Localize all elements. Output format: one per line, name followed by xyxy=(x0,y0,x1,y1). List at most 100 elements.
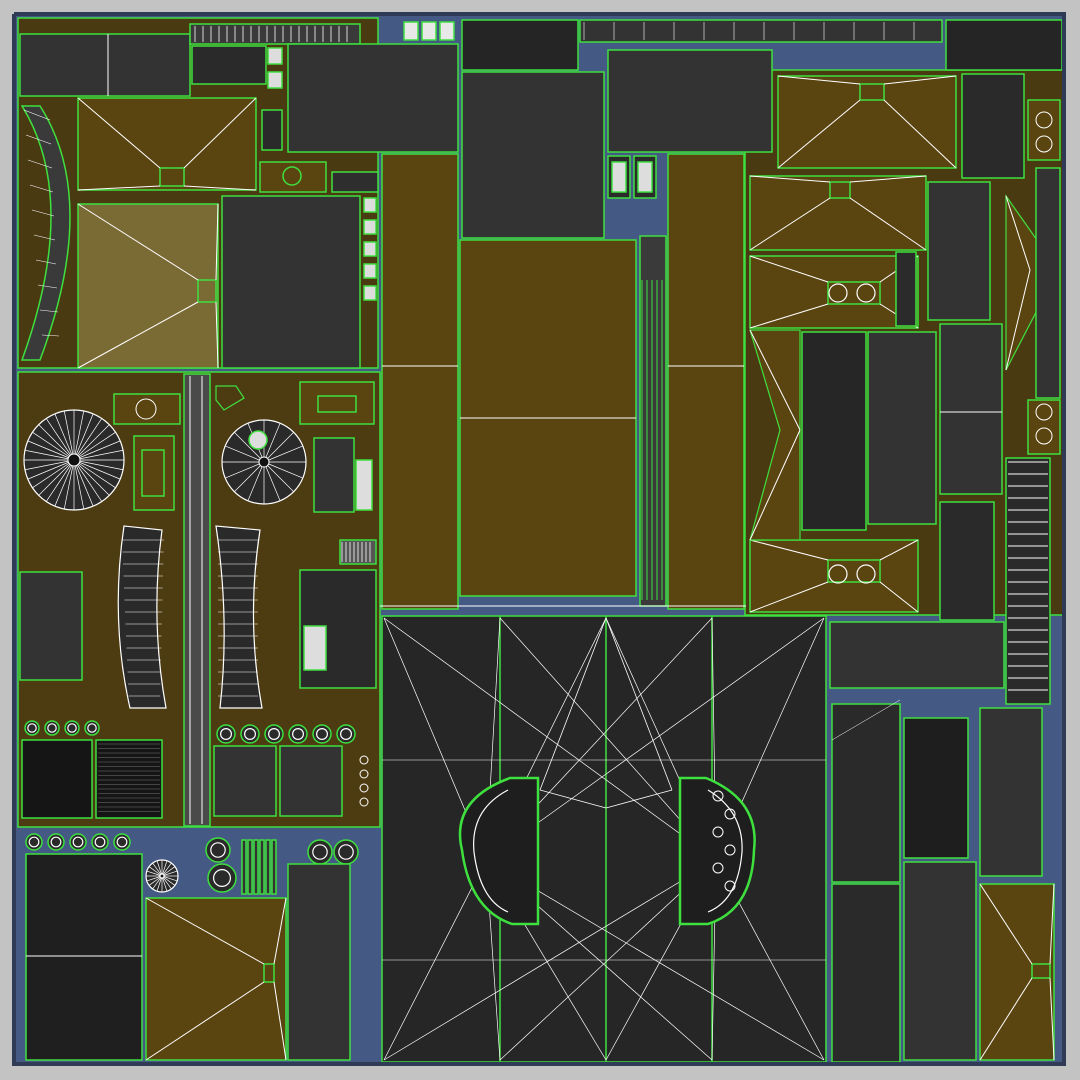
wire-edge xyxy=(749,255,829,283)
round-vent-icon xyxy=(288,724,308,744)
latch-piece xyxy=(611,161,627,193)
fan-spoke xyxy=(73,459,94,507)
latch-piece xyxy=(439,21,455,41)
wire-edge xyxy=(749,175,831,183)
wire-edge xyxy=(485,617,825,861)
round-vent-icon xyxy=(724,880,736,892)
wire-edge xyxy=(883,75,957,85)
round-vent-icon xyxy=(724,808,736,820)
latch-piece xyxy=(421,21,437,41)
roof-ridge xyxy=(859,83,885,101)
fan-spoke xyxy=(263,432,294,463)
round-vent-icon xyxy=(336,724,356,744)
round-vent-icon xyxy=(712,790,724,802)
trim-strip xyxy=(247,839,253,895)
round-vent-icon xyxy=(24,720,40,736)
fan-spoke xyxy=(73,410,85,461)
latch-piece xyxy=(303,625,327,671)
strip-wire xyxy=(23,109,51,121)
round-vent-icon xyxy=(135,398,157,420)
wire-edge xyxy=(777,99,861,169)
wire-edge xyxy=(215,203,219,281)
panel-center-right xyxy=(607,49,773,153)
wire-edge xyxy=(879,539,919,561)
latch-piece xyxy=(267,71,283,89)
wire-edge xyxy=(383,617,717,861)
fan-spoke xyxy=(45,418,75,461)
round-vent-icon xyxy=(828,564,848,584)
round-vent-icon xyxy=(113,833,131,851)
vent-inner-ring xyxy=(94,836,106,848)
fan-spoke xyxy=(38,424,75,461)
fan-spoke xyxy=(63,410,75,461)
vent-inner-ring xyxy=(210,842,226,858)
fan-spoke xyxy=(73,459,124,471)
round-vent-icon xyxy=(1035,403,1053,421)
fan-spoke xyxy=(27,440,75,461)
vent-inner-ring xyxy=(27,723,37,733)
wire-edge xyxy=(883,99,957,169)
strip-wire xyxy=(33,234,56,241)
wire-edge xyxy=(273,981,287,1061)
round-vent-icon xyxy=(44,720,60,736)
wire-edge xyxy=(749,539,829,561)
panel-dark xyxy=(945,19,1063,71)
panel-dark xyxy=(461,19,579,71)
round-vent-icon xyxy=(828,283,848,303)
wire-edge xyxy=(1049,883,1055,965)
fan-spoke xyxy=(73,449,124,461)
vent-inner-ring xyxy=(220,727,233,740)
wire-edge xyxy=(605,617,673,791)
fan-spoke xyxy=(263,461,294,492)
strip-wire xyxy=(37,284,58,289)
wire-edge xyxy=(1049,977,1055,1061)
fan-spoke xyxy=(73,440,121,461)
panel-bottom-right xyxy=(829,621,1005,689)
vent-inner-ring xyxy=(87,723,97,733)
vent-inner-ring xyxy=(67,723,77,733)
fan-hub xyxy=(159,873,165,879)
trim-strip xyxy=(259,839,265,895)
wire-edge xyxy=(183,185,257,191)
fan-spoke xyxy=(234,461,265,492)
panel-mid-right xyxy=(867,331,937,525)
wire-edge xyxy=(145,897,265,965)
roof-ridge xyxy=(827,281,881,305)
trim-strip xyxy=(265,839,271,895)
vent-inner-ring xyxy=(50,836,62,848)
fan-hub xyxy=(258,456,270,468)
wire-edge xyxy=(979,883,1033,965)
roof-ridge xyxy=(1031,963,1051,979)
round-vent-icon xyxy=(712,862,724,874)
fan-spoke xyxy=(24,449,75,461)
vent-inner-ring xyxy=(213,868,232,887)
uv-sheet-top-edge xyxy=(14,12,1066,16)
roof-small xyxy=(299,381,375,425)
fan-spoke xyxy=(146,870,163,877)
round-vent-icon xyxy=(1035,427,1053,445)
fan-spoke xyxy=(161,862,172,877)
wire-edge xyxy=(749,303,829,329)
round-vent-icon xyxy=(856,564,876,584)
wire-edge xyxy=(273,897,287,965)
panel-dark xyxy=(21,739,93,819)
trim-strip xyxy=(579,19,943,43)
stair-ladder-icon xyxy=(1005,457,1051,705)
round-vent-icon xyxy=(91,833,109,851)
round-vent-icon xyxy=(1035,111,1053,129)
round-vent-icon xyxy=(307,839,333,865)
wire-edge xyxy=(605,789,673,809)
round-vent-icon xyxy=(359,769,369,779)
fan-spoke xyxy=(148,866,163,877)
roof-ridge xyxy=(197,279,217,303)
hip-roof-island-light xyxy=(77,203,219,369)
round-vent-icon xyxy=(69,833,87,851)
vent-inner-ring xyxy=(268,727,281,740)
small-panel xyxy=(191,45,267,85)
fan-spoke xyxy=(263,461,303,479)
round-vent-icon xyxy=(359,755,369,765)
fan-spoke xyxy=(263,445,303,463)
strip-wire xyxy=(41,334,60,337)
